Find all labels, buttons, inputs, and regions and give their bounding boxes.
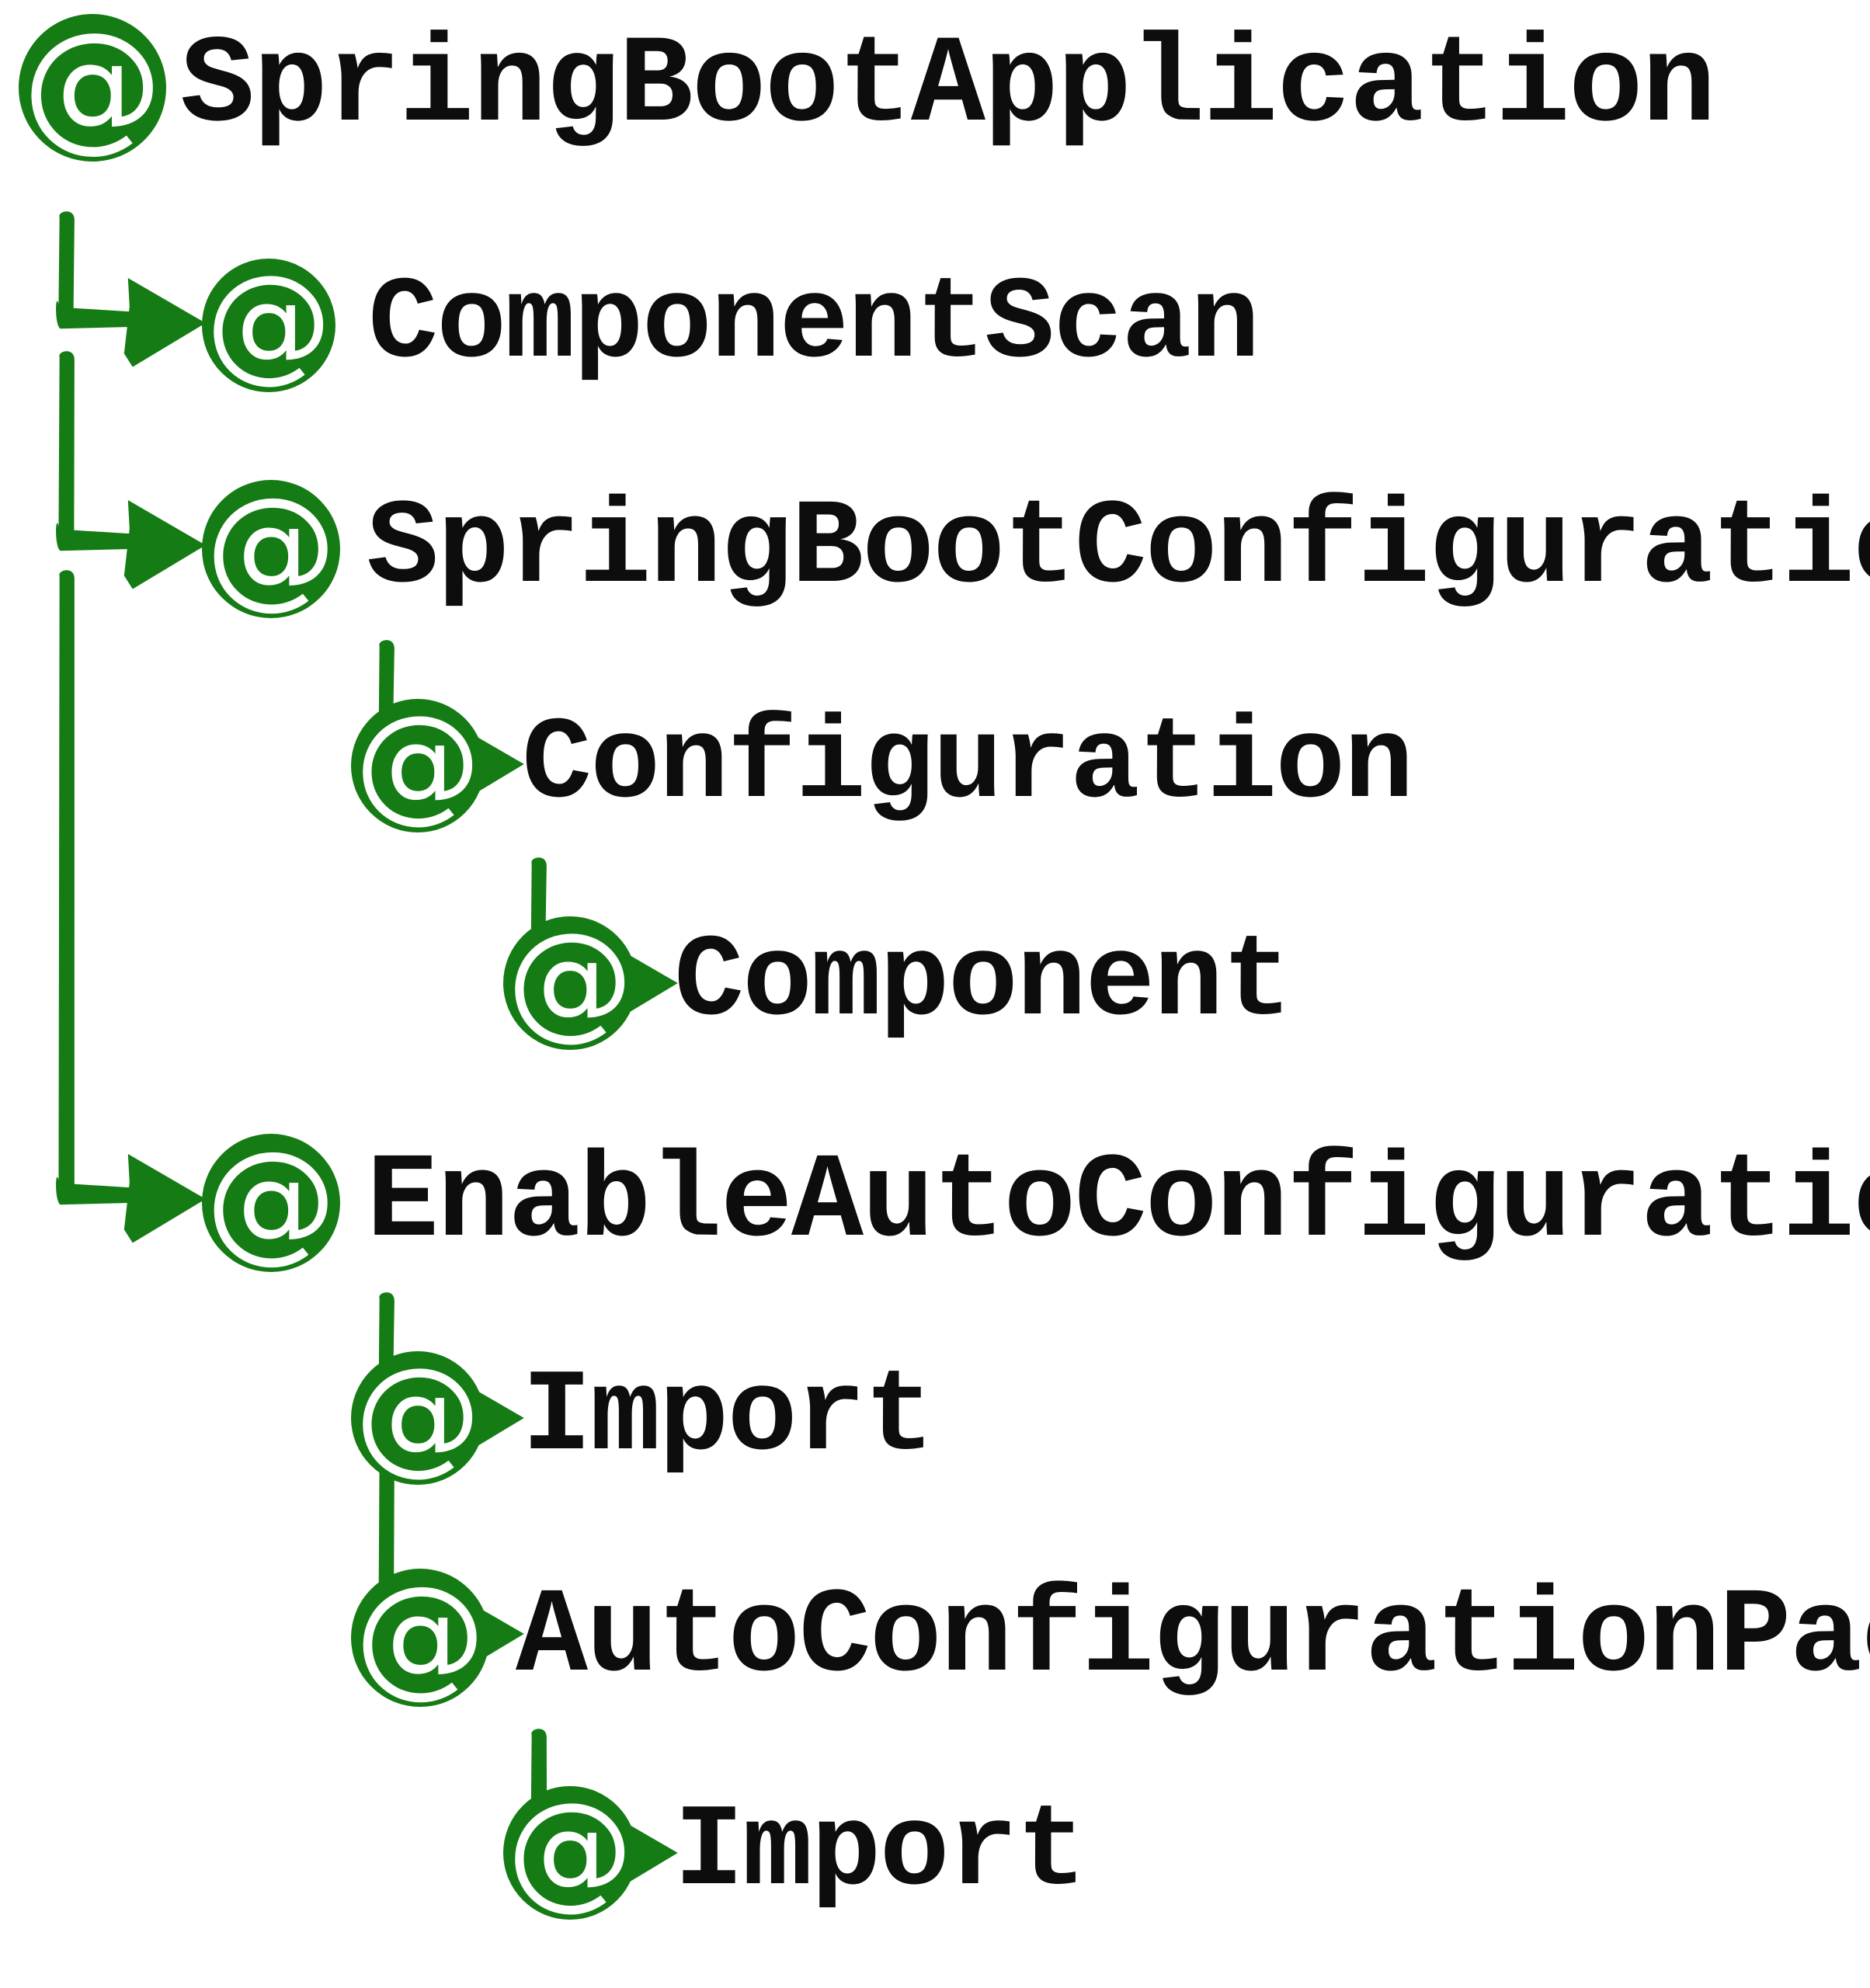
- annotation-node-configuration[interactable]: @ Configuration: [351, 699, 1413, 832]
- at-sign-icon: @: [503, 1786, 637, 1920]
- annotation-label: AutoConfigurationPackage: [516, 1578, 1870, 1698]
- at-glyph: @: [355, 1351, 481, 1478]
- annotation-label: Import: [522, 1360, 933, 1476]
- at-sign-icon: @: [503, 916, 637, 1050]
- at-glyph: @: [206, 259, 332, 385]
- annotation-label: ComponentScan: [368, 267, 1259, 384]
- annotation-label: SpringBootConfiguration: [367, 489, 1870, 610]
- edge-stroke: [56, 351, 134, 551]
- annotation-label: Import: [674, 1795, 1085, 1911]
- at-sign-icon: @: [202, 480, 340, 618]
- annotation-node-import1[interactable]: @ Import: [351, 1351, 933, 1485]
- annotation-node-autoconfigurationpackage[interactable]: @AutoConfigurationPackage: [351, 1569, 1870, 1707]
- edge-stroke: [56, 570, 134, 1204]
- elbow-arrow-icon: [56, 351, 206, 589]
- at-glyph: @: [206, 479, 337, 610]
- edge-stroke-overpaint: [68, 318, 138, 328]
- at-sign-icon: @: [202, 1134, 340, 1272]
- at-sign-icon: @: [351, 1351, 485, 1485]
- at-glyph: @: [355, 699, 481, 825]
- arrowhead-icon: [124, 500, 206, 589]
- annotation-node-enableautoconfiguration[interactable]: @EnableAutoConfiguration: [202, 1134, 1870, 1272]
- arrowhead-icon: [124, 1154, 206, 1242]
- annotation-label: Configuration: [522, 707, 1413, 824]
- annotation-node-import2[interactable]: @ Import: [503, 1786, 1085, 1920]
- at-glyph: @: [23, 13, 163, 154]
- at-glyph: @: [206, 1133, 337, 1264]
- edge-stroke: [56, 211, 134, 328]
- at-glyph: @: [355, 1568, 486, 1699]
- annotation-node-springbootconfiguration[interactable]: @SpringBootConfiguration: [202, 480, 1870, 618]
- edge-stroke-overpaint: [68, 540, 138, 550]
- annotation-node-componentscan[interactable]: @ ComponentScan: [202, 259, 1259, 392]
- at-sign-icon: @: [351, 1569, 489, 1707]
- at-sign-icon: @: [202, 259, 335, 392]
- annotation-node-component[interactable]: @ Component: [503, 916, 1291, 1050]
- edge-stroke-overpaint: [68, 1194, 138, 1204]
- at-glyph: @: [507, 1786, 634, 1913]
- at-sign-icon: @: [19, 14, 166, 162]
- annotation-label: Component: [674, 925, 1291, 1041]
- elbow-arrow-icon: [56, 211, 206, 367]
- annotation-node-springbootapplication[interactable]: @SpringBootApplication: [19, 14, 1715, 162]
- elbow-arrow-icon: [56, 570, 206, 1242]
- at-glyph: @: [507, 916, 634, 1043]
- annotation-label: EnableAutoConfiguration: [367, 1143, 1870, 1263]
- at-sign-icon: @: [351, 699, 485, 832]
- annotation-label: SpringBootApplication: [180, 26, 1715, 150]
- arrowhead-icon: [124, 278, 206, 367]
